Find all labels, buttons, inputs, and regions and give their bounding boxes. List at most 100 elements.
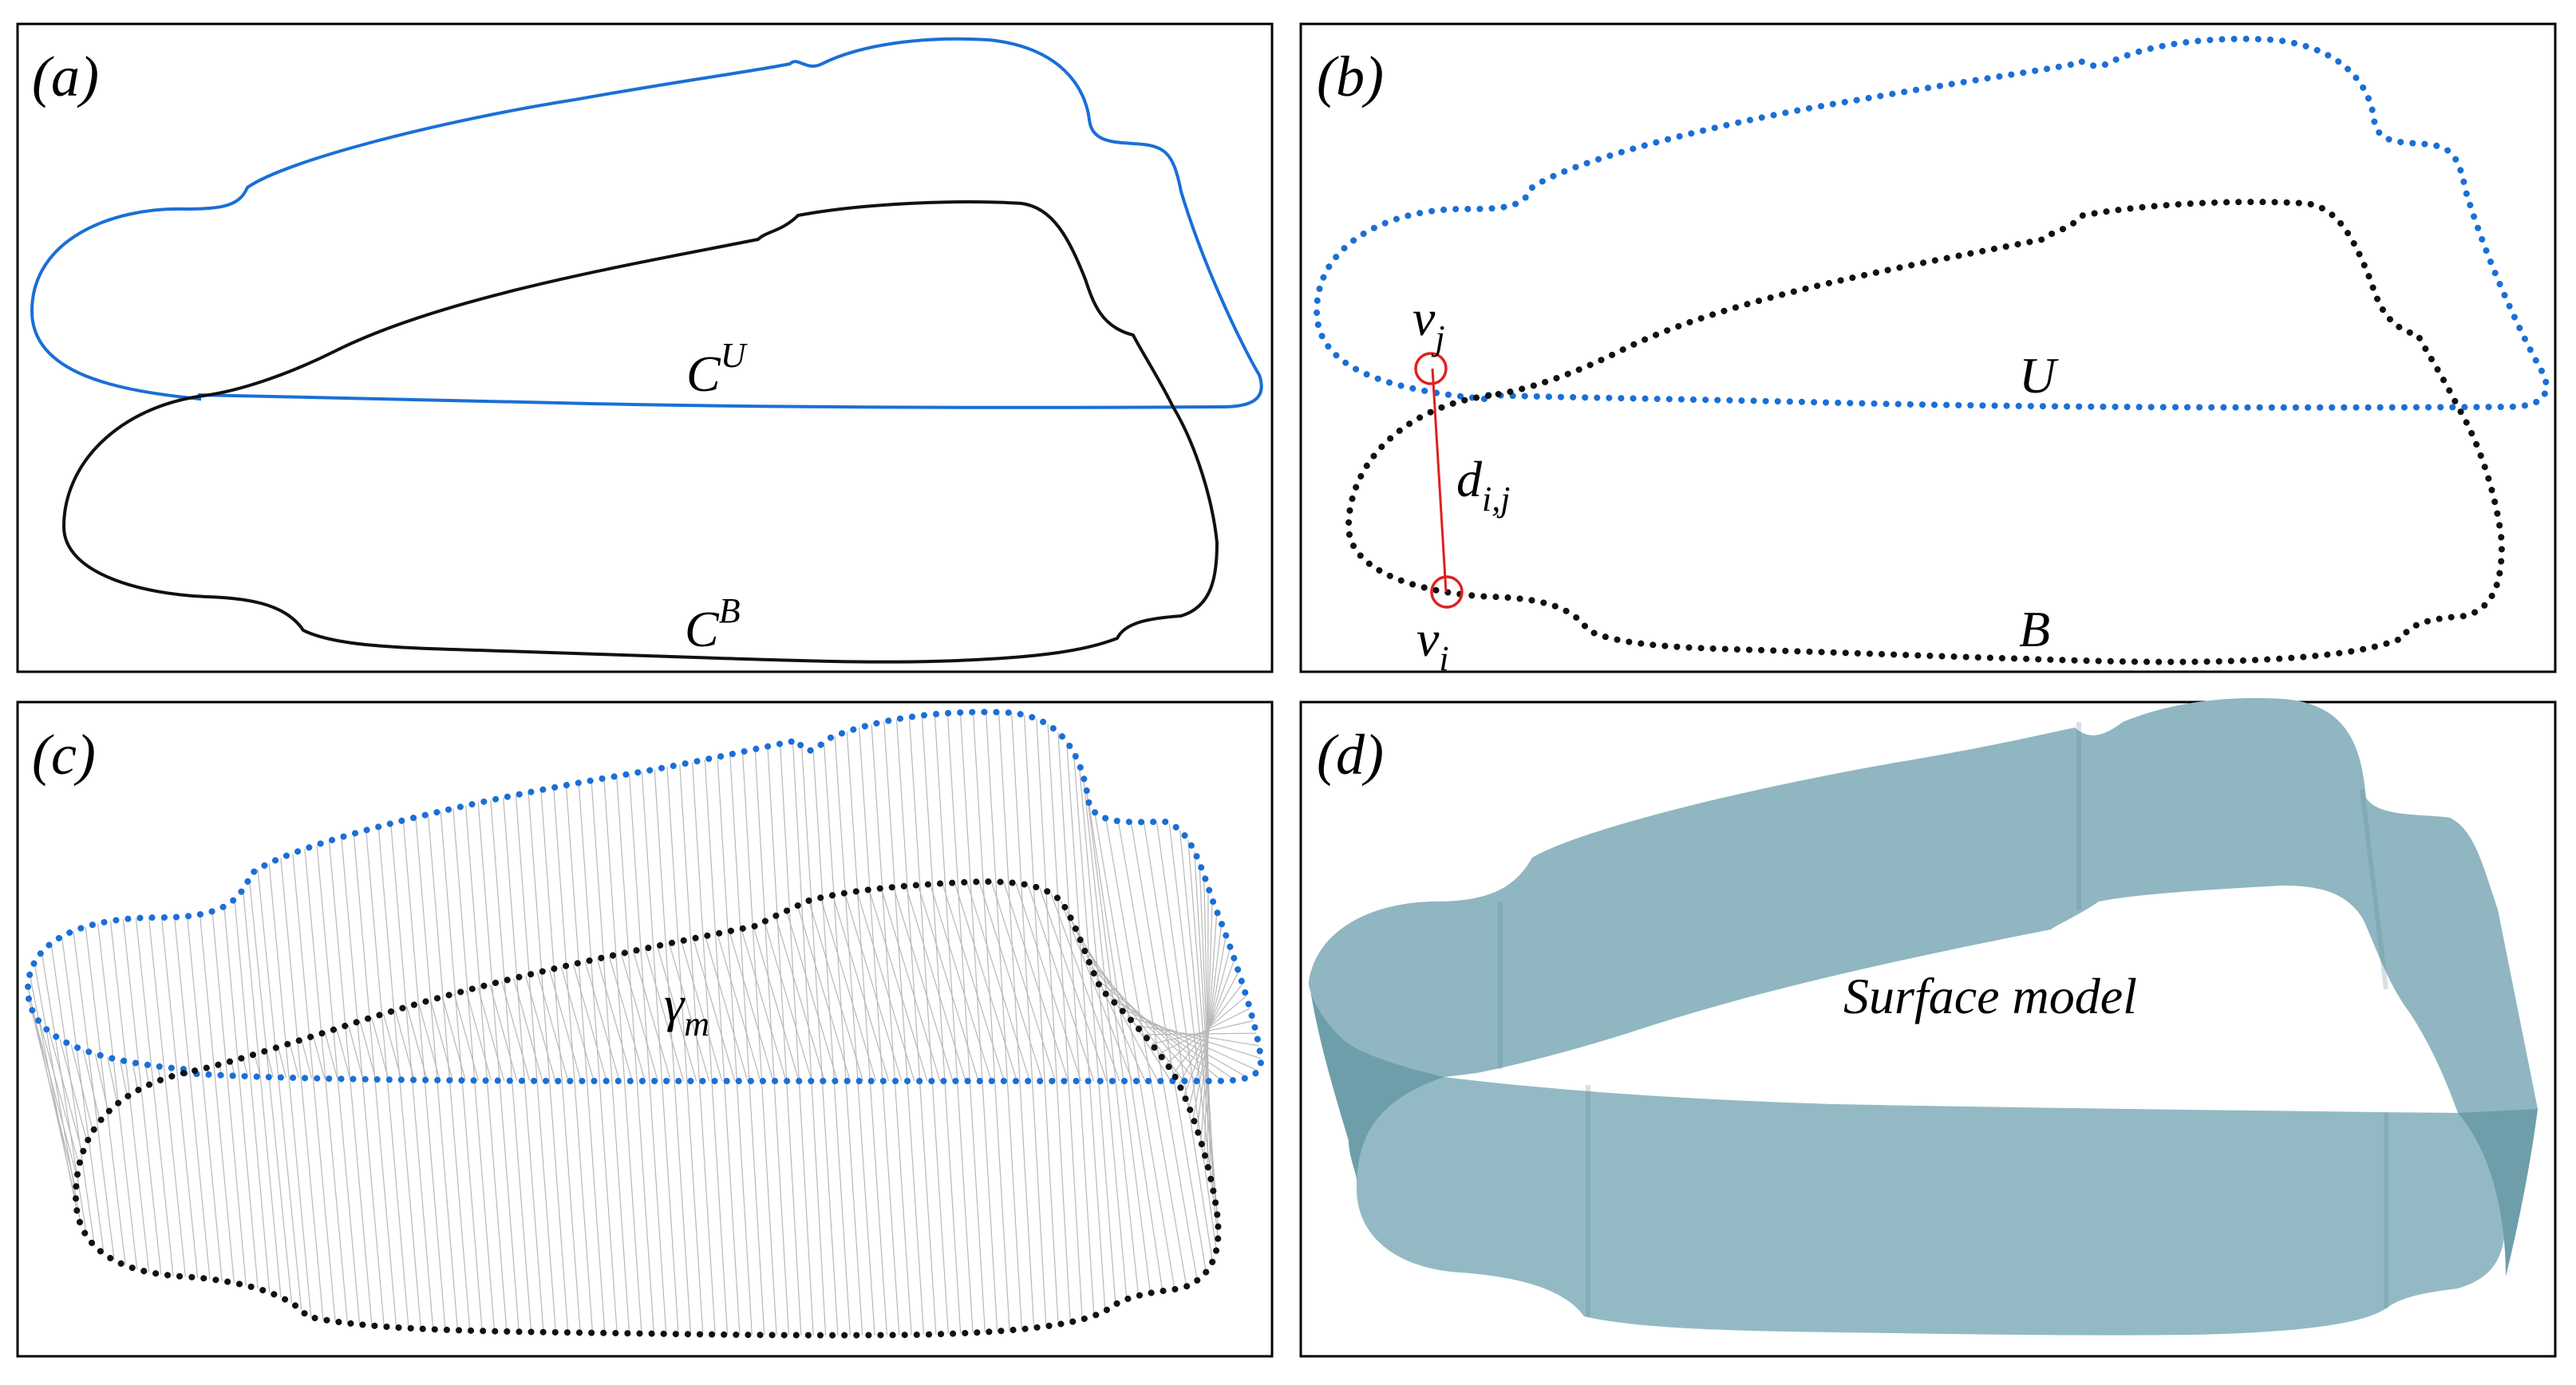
string-line <box>603 778 642 1334</box>
panel-c-frame <box>16 700 1274 1358</box>
string-line <box>691 762 729 1335</box>
string-line <box>418 1003 441 1081</box>
string-line <box>812 749 851 1336</box>
string-line <box>596 958 633 1082</box>
string-line <box>998 712 1035 1328</box>
surface-back <box>1309 698 2538 1113</box>
string-line <box>1130 822 1207 1273</box>
string-line <box>895 719 937 1335</box>
string-line <box>135 917 174 1276</box>
string-line <box>978 881 1044 1082</box>
string-line <box>59 1039 88 1142</box>
string-line <box>1118 1007 1258 1071</box>
string-line <box>1117 821 1198 1281</box>
string-line <box>786 910 838 1082</box>
panel-d-label: (d) <box>1317 723 1384 787</box>
string-line <box>1159 1008 1250 1055</box>
string-line <box>242 889 282 1298</box>
string-line <box>82 1049 101 1122</box>
string-line <box>990 881 1057 1082</box>
string-line <box>49 1031 83 1154</box>
string-line <box>1023 715 1059 1325</box>
string-line <box>223 906 259 1289</box>
string-line <box>415 817 459 1331</box>
string-line <box>1047 724 1083 1320</box>
string-line <box>820 898 877 1082</box>
lower-contour <box>61 200 1219 664</box>
panel-d: (d) Surface model <box>1299 698 2557 1358</box>
string-line <box>565 785 606 1333</box>
string-line <box>629 774 667 1334</box>
string-line <box>705 936 749 1082</box>
label-surface-model: Surface model <box>1843 968 2137 1024</box>
string-line <box>856 891 915 1082</box>
string-line <box>1101 989 1235 1081</box>
string-line <box>465 990 492 1081</box>
string-line <box>1203 874 1211 1178</box>
string-line <box>503 797 544 1332</box>
string-line <box>1144 1032 1257 1036</box>
string-line <box>1050 893 1120 1082</box>
string-line <box>292 853 336 1322</box>
string-line <box>402 820 446 1330</box>
label-u: U <box>2019 347 2059 404</box>
string-line <box>527 792 569 1333</box>
string-line <box>644 948 685 1082</box>
string-line <box>780 744 814 1336</box>
string-line <box>616 775 654 1334</box>
string-line <box>132 1062 139 1091</box>
string-line <box>846 731 888 1336</box>
string-line <box>656 945 697 1082</box>
panel-b-label: (b) <box>1317 45 1384 109</box>
string-line <box>477 803 520 1332</box>
string-line <box>641 771 679 1335</box>
string-line <box>764 921 812 1082</box>
surface-left-wall <box>1309 981 1444 1181</box>
string-line <box>148 917 186 1277</box>
string-line <box>754 748 790 1336</box>
string-line <box>729 754 765 1336</box>
distance-line <box>1431 368 1448 593</box>
string-line <box>1015 882 1082 1082</box>
string-line <box>1194 851 1216 1202</box>
string-line <box>107 1057 118 1104</box>
string-line <box>289 1043 300 1079</box>
string-line <box>966 882 1030 1082</box>
string-line <box>1086 956 1197 1082</box>
string-line <box>1094 811 1175 1290</box>
string-line <box>693 938 736 1082</box>
string-line <box>578 783 618 1334</box>
string-line <box>187 916 223 1281</box>
surface-right-wall <box>2458 1109 2538 1276</box>
connecting-lines <box>27 712 1262 1336</box>
string-line <box>868 890 928 1082</box>
string-line <box>767 746 802 1336</box>
string-line <box>717 756 753 1336</box>
string-line <box>301 1040 313 1079</box>
string-line <box>73 930 115 1261</box>
string-line <box>796 905 851 1082</box>
string-line <box>1036 718 1071 1323</box>
string-line <box>515 795 556 1332</box>
string-line <box>41 952 88 1237</box>
string-line <box>390 823 434 1330</box>
string-line <box>741 929 787 1082</box>
string-line <box>942 883 1005 1082</box>
string-line <box>39 1022 80 1166</box>
string-line <box>753 926 800 1082</box>
string-line <box>441 996 466 1081</box>
lower-points <box>1345 199 2506 665</box>
string-line <box>254 1054 261 1077</box>
panel-a-label: (a) <box>32 45 99 109</box>
string-line <box>871 724 912 1336</box>
label-gamma: γm <box>664 976 709 1044</box>
string-line <box>501 981 531 1081</box>
string-line <box>1027 885 1095 1082</box>
string-line <box>1060 901 1133 1082</box>
panel-d-frame <box>1299 700 2557 1358</box>
string-line <box>775 915 825 1082</box>
string-line <box>669 943 710 1082</box>
label-b: B <box>2019 601 2050 657</box>
string-line <box>834 736 875 1336</box>
string-line <box>921 715 962 1334</box>
